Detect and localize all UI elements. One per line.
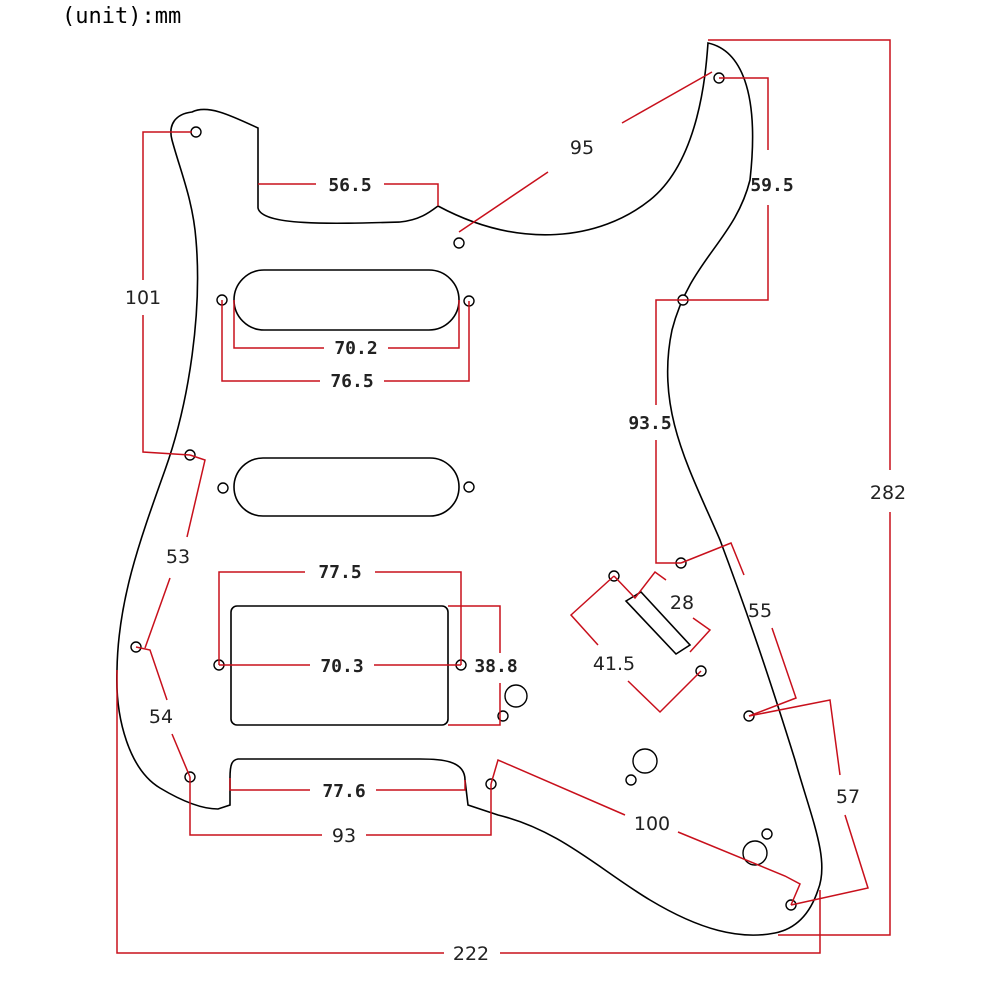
dim-label: 59.5 [750, 175, 793, 196]
dim-label: 55 [748, 600, 772, 622]
dim-label: 101 [125, 287, 161, 309]
screw-hole [217, 482, 229, 494]
pot-hole [632, 748, 658, 774]
unit-label: (unit):mm [62, 4, 182, 29]
screw-hole [463, 481, 475, 493]
dim-label: 57 [836, 786, 860, 808]
dim-label: 70.2 [334, 338, 377, 359]
screw-hole [625, 774, 637, 786]
dim-label: 28 [670, 592, 694, 614]
dimension-lines [116, 39, 891, 954]
dimension-labels: 56.5 95 59.5 101 70.2 76.5 93.5 282 53 2… [125, 137, 906, 965]
dim-label: 41.5 [593, 653, 635, 675]
dim-label: 100 [634, 813, 670, 835]
dim-label: 38.8 [474, 656, 517, 677]
dim-label: 93.5 [628, 413, 671, 434]
dim-label: 222 [453, 943, 489, 965]
dim-label: 70.3 [320, 656, 363, 677]
screw-hole [761, 828, 773, 840]
pot-hole [504, 684, 528, 708]
screw-hole [453, 237, 465, 249]
dim-label: 95 [570, 137, 594, 159]
dim-label: 54 [149, 706, 173, 728]
dim-label: 77.6 [322, 781, 365, 802]
pickguard-outline [116, 42, 823, 936]
dim-label: 77.5 [318, 562, 361, 583]
dim-label: 53 [166, 546, 190, 568]
dim-label: 282 [870, 482, 906, 504]
pot-hole [742, 840, 768, 866]
dim-label: 56.5 [328, 175, 371, 196]
neck-pickup-cutout [233, 269, 460, 331]
control-holes [504, 684, 768, 866]
switch-slot [624, 590, 692, 656]
dim-label: 76.5 [330, 371, 373, 392]
dim-label: 93 [332, 825, 356, 847]
middle-pickup-cutout [233, 457, 460, 517]
screw-hole [190, 126, 202, 138]
